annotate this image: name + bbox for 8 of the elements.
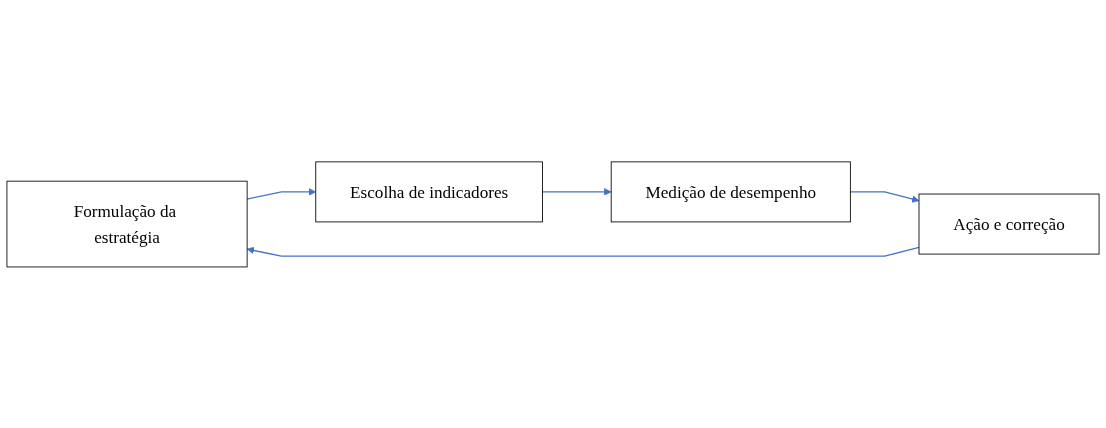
node-box: Ação e correção [918, 193, 1100, 255]
arrow [849, 190, 920, 203]
arrow [246, 246, 920, 257]
node-box: Formulação da estratégia [6, 180, 248, 267]
arrow [246, 187, 317, 200]
node-box: Escolha de indicadores [315, 161, 543, 222]
node-box: Medição de desempenho [610, 161, 851, 222]
arrow [541, 187, 612, 196]
